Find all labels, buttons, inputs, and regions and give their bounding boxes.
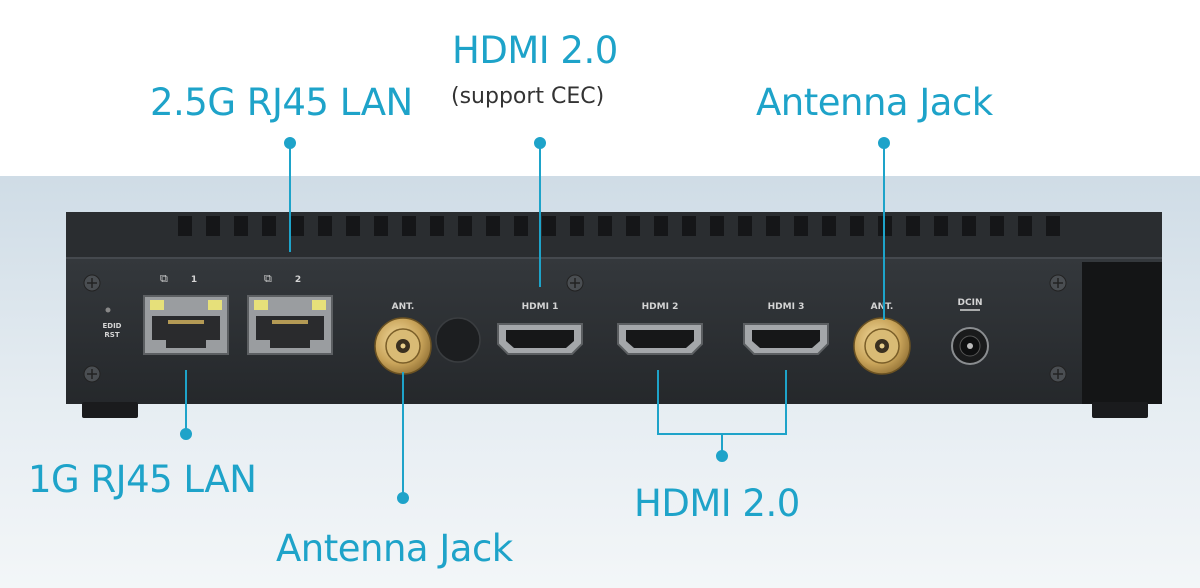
callout-hdmi-top: HDMI 2.0 <box>452 29 618 72</box>
heatsink-fin <box>570 216 584 236</box>
callout-antenna-top: Antenna Jack <box>756 81 993 124</box>
screw <box>566 274 584 292</box>
dc-in-jack <box>951 327 989 365</box>
foot-left <box>82 402 138 418</box>
lan2-label: 2 <box>295 275 301 285</box>
heatsink-fins <box>178 216 1060 236</box>
screw <box>83 365 101 383</box>
heatsink-fin <box>822 216 836 236</box>
callout-hdmi-top-note: (support CEC) <box>451 84 605 109</box>
side-cover <box>1082 262 1162 404</box>
heatsink-fin <box>962 216 976 236</box>
screw <box>83 274 101 292</box>
edid-reset-hole <box>105 307 111 313</box>
ant-right-label: ANT. <box>871 302 894 312</box>
heatsink-fin <box>626 216 640 236</box>
callout-lines <box>180 137 890 504</box>
heatsink-fin <box>318 216 332 236</box>
front-panel <box>66 258 1162 404</box>
lan-port-2: ⧉ 2 <box>247 272 333 355</box>
hdmi-port-1 <box>497 323 583 355</box>
blank-port-cover <box>435 317 481 363</box>
callout-2-5g-lan: 2.5G RJ45 LAN <box>150 81 413 124</box>
foot-right <box>1092 402 1148 418</box>
hdmi1-label: HDMI 1 <box>522 302 559 312</box>
heatsink <box>66 212 1162 262</box>
heatsink-fin <box>1046 216 1060 236</box>
heatsink-fin <box>934 216 948 236</box>
heatsink-fin <box>402 216 416 236</box>
heatsink-fin <box>794 216 808 236</box>
heatsink-fin <box>654 216 668 236</box>
heatsink-fin <box>206 216 220 236</box>
hdmi-port-2 <box>617 323 703 355</box>
heatsink-fin <box>682 216 696 236</box>
dcin-label: DCIN <box>958 298 983 308</box>
screw <box>1049 274 1067 292</box>
hdmi-port-3 <box>743 323 829 355</box>
heatsink-fin <box>346 216 360 236</box>
heatsink-fin <box>234 216 248 236</box>
heatsink-fin <box>738 216 752 236</box>
heatsink-fin <box>486 216 500 236</box>
heatsink-fin <box>766 216 780 236</box>
heatsink-fin <box>514 216 528 236</box>
heatsink-fin <box>990 216 1004 236</box>
network-icon: ⧉ <box>160 272 168 285</box>
callout-antenna-bottom: Antenna Jack <box>276 527 513 570</box>
ant-left-label: ANT. <box>392 302 415 312</box>
heatsink-fin <box>598 216 612 236</box>
heatsink-fin <box>710 216 724 236</box>
heatsink-fin <box>178 216 192 236</box>
antenna-jack-left <box>374 317 432 375</box>
heatsink-fin <box>850 216 864 236</box>
heatsink-fin <box>374 216 388 236</box>
heatsink-fin <box>430 216 444 236</box>
callout-hdmi-bottom: HDMI 2.0 <box>634 482 800 525</box>
hdmi2-label: HDMI 2 <box>642 302 679 312</box>
antenna-jack-right <box>853 317 911 375</box>
lan-port-1: ⧉ 1 <box>143 272 229 355</box>
lan1-label: 1 <box>191 275 197 285</box>
rst-label: RST <box>104 331 119 339</box>
callout-1g-lan: 1G RJ45 LAN <box>28 458 257 501</box>
edid-label: EDID <box>102 322 121 330</box>
heatsink-fin <box>290 216 304 236</box>
heatsink-fin <box>262 216 276 236</box>
hdmi3-label: HDMI 3 <box>768 302 805 312</box>
screw <box>1049 365 1067 383</box>
heatsink-fin <box>906 216 920 236</box>
network-icon: ⧉ <box>264 272 272 285</box>
heatsink-fin <box>458 216 472 236</box>
heatsink-fin <box>542 216 556 236</box>
heatsink-fin <box>1018 216 1032 236</box>
